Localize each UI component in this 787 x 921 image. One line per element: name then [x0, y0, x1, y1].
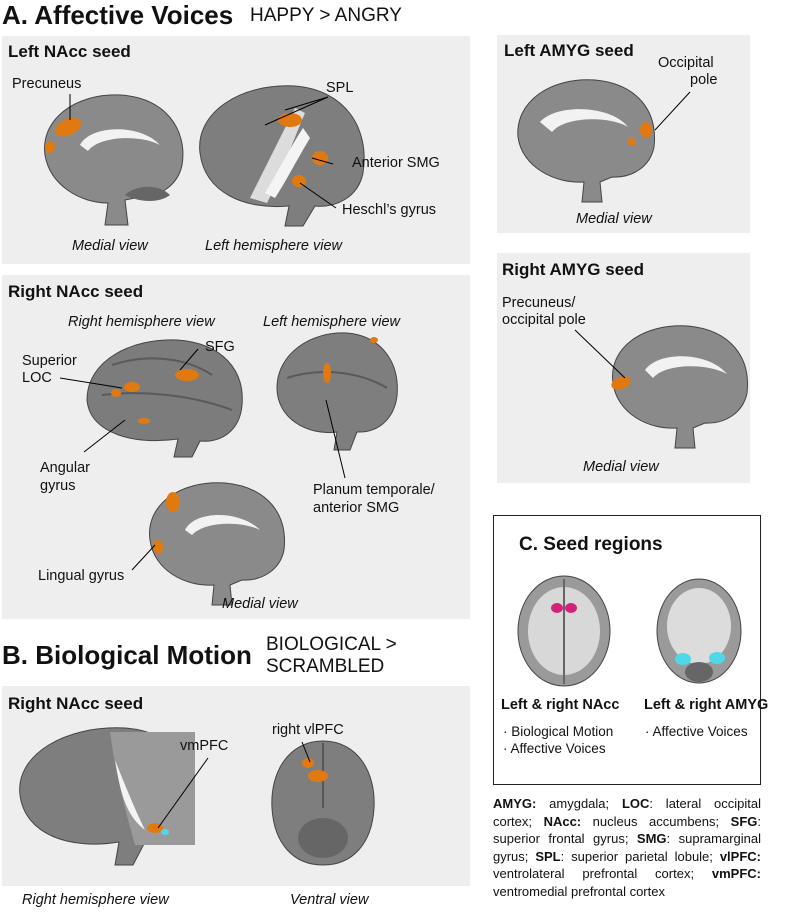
label-occipital-1: Occipital — [658, 55, 714, 71]
label-occipital-2: pole — [690, 72, 718, 88]
bio-right-hemi-view: Right hemisphere view — [22, 892, 169, 908]
label-planum-2: anterior SMG — [313, 500, 400, 516]
left-nacc-title: Left NAcc seed — [8, 42, 131, 61]
label-spl: SPL — [326, 80, 354, 96]
label-angular-1: Angular — [40, 460, 90, 476]
label-superior-loc-2: LOC — [22, 370, 52, 386]
label-angular-2: gyrus — [40, 478, 76, 494]
bio-ventral-brain — [271, 740, 375, 866]
label-heschl: Heschl’s gyrus — [342, 202, 437, 218]
label-lingual: Lingual gyrus — [38, 568, 125, 584]
right-amyg-medial-brain — [611, 325, 748, 449]
left-amyg-view: Medial view — [576, 211, 652, 227]
nacc-seed-axial-brain — [517, 575, 611, 687]
left-nacc-lateral-view: Left hemisphere view — [205, 238, 343, 254]
label-sfg: SFG — [205, 339, 235, 355]
section-b-title: B. Biological Motion — [2, 640, 252, 670]
label-superior-loc-1: Superior — [22, 353, 77, 369]
section-b-contrast-1: BIOLOGICAL > — [266, 634, 397, 655]
label-anterior-smg: Anterior SMG — [352, 155, 440, 171]
label-prec-occ-1: Precuneus/ — [502, 295, 576, 311]
abbreviation-legend: AMYG: amygdala; LOC: lateral occipital c… — [493, 796, 762, 899]
right-nacc-right-view: Right hemisphere view — [68, 314, 215, 330]
right-nacc-left-view: Left hemisphere view — [263, 314, 401, 330]
left-amyg-medial-brain — [517, 79, 655, 203]
nacc-seed-item-2: · Affective Voices — [503, 741, 606, 756]
left-amyg-title: Left AMYG seed — [504, 41, 634, 60]
right-amyg-view: Medial view — [583, 459, 659, 475]
label-prec-occ-2: occipital pole — [502, 312, 586, 328]
right-nacc-medial-brain — [149, 482, 285, 606]
bio-right-hemi-brain — [19, 727, 195, 866]
bio-right-nacc-title: Right NAcc seed — [8, 694, 144, 713]
left-nacc-medial-view: Medial view — [72, 238, 148, 254]
right-amyg-title: Right AMYG seed — [502, 260, 644, 279]
section-a-contrast: HAPPY > ANGRY — [250, 5, 402, 26]
amyg-seed-item-1: · Affective Voices — [645, 724, 748, 739]
section-b-contrast-2: SCRAMBLED — [266, 656, 385, 677]
nacc-seed-title: Left & right NAcc — [501, 697, 620, 713]
label-precuneus: Precuneus — [12, 76, 82, 92]
left-nacc-medial-brain — [44, 94, 184, 226]
right-nacc-right-brain — [86, 339, 243, 458]
amyg-seed-coronal-brain — [656, 578, 742, 684]
amyg-seed-title: Left & right AMYG — [644, 697, 769, 713]
label-vlpfc: right vlPFC — [272, 722, 344, 738]
bio-ventral-view: Ventral view — [290, 892, 369, 908]
nacc-seed-item-1: · Biological Motion — [503, 724, 614, 739]
right-nacc-left-brain — [276, 332, 398, 451]
label-planum-1: Planum temporale/ — [313, 482, 435, 498]
label-vmpfc: vmPFC — [180, 738, 229, 754]
section-a-title: A. Affective Voices — [2, 0, 234, 30]
right-nacc-medial-view: Medial view — [222, 596, 298, 612]
section-c-title: C. Seed regions — [519, 534, 663, 555]
right-nacc-title: Right NAcc seed — [8, 282, 144, 301]
